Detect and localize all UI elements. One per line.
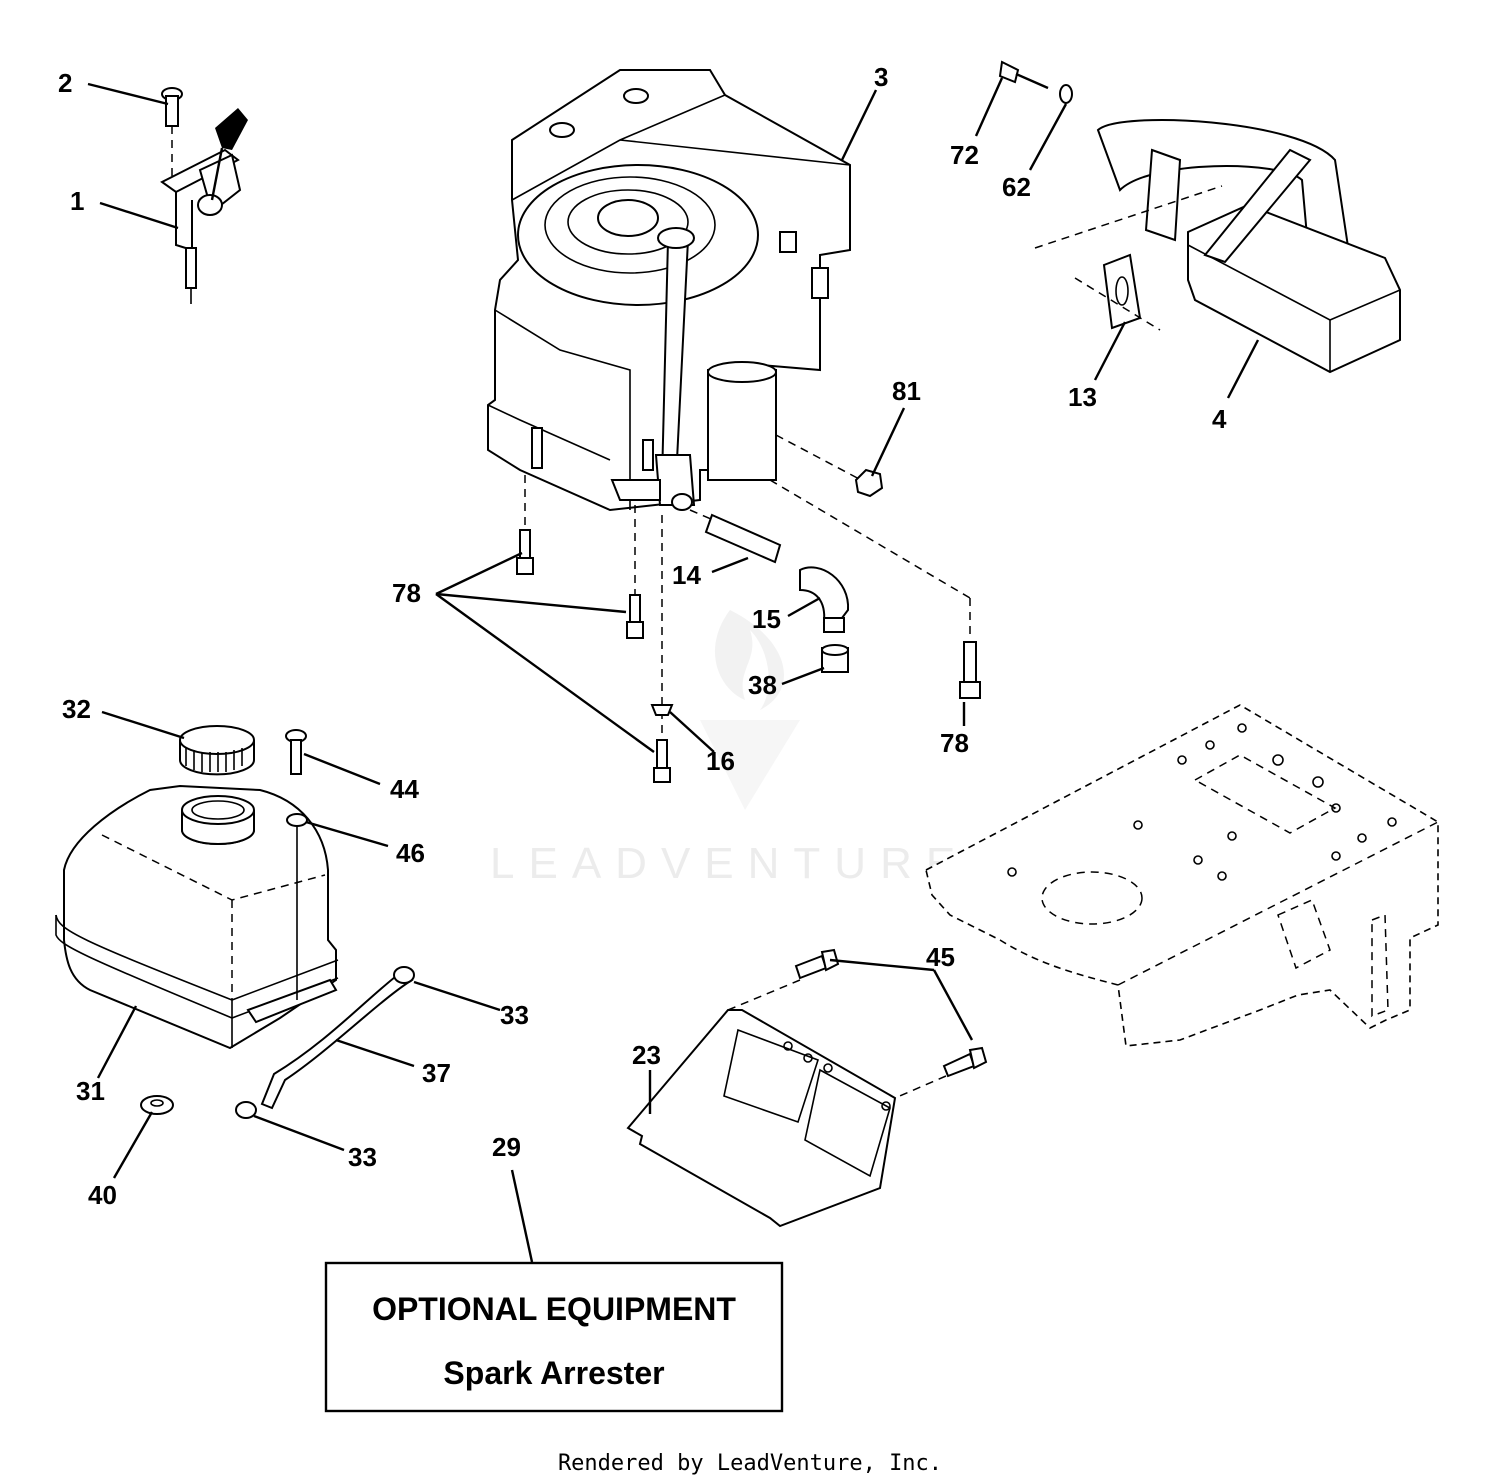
callout-16: 16 bbox=[706, 746, 735, 776]
callout-38: 38 bbox=[748, 670, 777, 700]
muffler-assembly bbox=[998, 60, 1401, 374]
callout-14: 14 bbox=[672, 560, 701, 590]
callout-72: 72 bbox=[950, 140, 979, 170]
fuel-fittings bbox=[689, 509, 850, 673]
callout-15: 15 bbox=[752, 604, 781, 634]
watermark-text: LEADVENTURE bbox=[490, 839, 969, 888]
callout-40: 40 bbox=[88, 1180, 117, 1210]
callout-78-right: 78 bbox=[940, 728, 969, 758]
throttle-control bbox=[160, 108, 248, 304]
callout-78-left: 78 bbox=[392, 578, 421, 608]
callout-2: 2 bbox=[58, 68, 72, 98]
callout-44: 44 bbox=[390, 774, 419, 804]
callout-29: 29 bbox=[492, 1132, 521, 1162]
callout-31: 31 bbox=[76, 1076, 105, 1106]
callout-33-bottom: 33 bbox=[348, 1142, 377, 1172]
callout-32: 32 bbox=[62, 694, 91, 724]
callout-46: 46 bbox=[396, 838, 425, 868]
callout-4: 4 bbox=[1212, 404, 1227, 434]
bracket-23 bbox=[626, 948, 988, 1228]
engine bbox=[487, 69, 851, 512]
fuel-tank bbox=[55, 725, 415, 1119]
callout-23: 23 bbox=[632, 1040, 661, 1070]
bolts-78 bbox=[516, 475, 981, 783]
spark-arrester-label: Spark Arrester bbox=[443, 1355, 664, 1391]
callout-1: 1 bbox=[70, 186, 84, 216]
optional-equipment-title: OPTIONAL EQUIPMENT bbox=[372, 1291, 736, 1327]
leader-lines bbox=[87, 77, 1260, 1263]
callout-45: 45 bbox=[926, 942, 955, 972]
callout-62: 62 bbox=[1002, 172, 1031, 202]
callout-33-top: 33 bbox=[500, 1000, 529, 1030]
callout-labels: 2 1 3 72 62 4 13 81 14 15 38 16 78 78 32… bbox=[58, 62, 1227, 1210]
frame bbox=[925, 704, 1439, 1047]
callout-13: 13 bbox=[1068, 382, 1097, 412]
render-credit: Rendered by LeadVenture, Inc. bbox=[558, 1451, 942, 1476]
nut-81 bbox=[775, 434, 884, 498]
callout-3: 3 bbox=[874, 62, 888, 92]
callout-37: 37 bbox=[422, 1058, 451, 1088]
screw-part-2 bbox=[161, 87, 183, 178]
callout-81: 81 bbox=[892, 376, 921, 406]
watermark-logo bbox=[700, 610, 800, 810]
optional-equipment-box: OPTIONAL EQUIPMENT Spark Arrester bbox=[324, 1261, 784, 1413]
